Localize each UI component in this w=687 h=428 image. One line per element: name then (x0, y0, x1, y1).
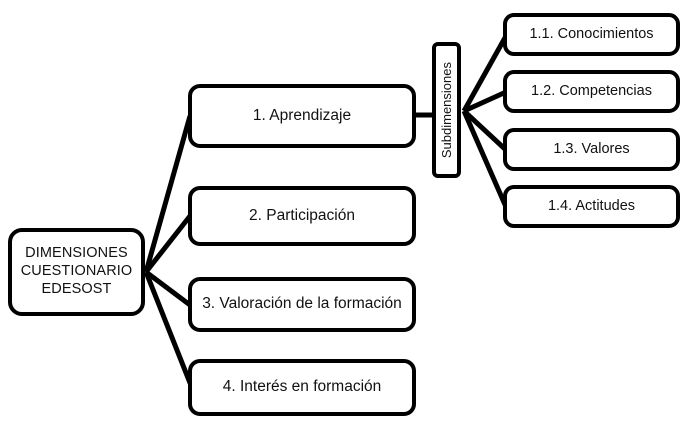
node-subdimensiones-spine[interactable]: Subdimensiones (432, 42, 461, 178)
node-subdimension-valores[interactable]: 1.3. Valores (503, 128, 680, 171)
connector-root-to-dim-3 (144, 270, 192, 307)
node-subdimension-1-label: 1.1. Conocimientos (529, 25, 654, 42)
node-dimension-1-label: 1. Aprendizaje (252, 106, 352, 124)
connector-subdimensiones-to-sub-12 (462, 89, 508, 114)
node-dimension-3-label: 3. Valoración de la formación (202, 295, 402, 313)
node-dimension-aprendizaje[interactable]: 1. Aprendizaje (188, 84, 416, 148)
connector-subdimensiones-to-sub-14 (461, 109, 509, 209)
connector-root-to-dim-1 (143, 115, 193, 273)
node-dimension-valoracion-de-la-formacion[interactable]: 3. Valoración de la formación (188, 277, 416, 332)
connector-root-to-dim-2 (144, 214, 192, 274)
connector-subdimensiones-to-sub-11 (461, 34, 509, 113)
node-root-dimensiones-cuestionario-edesost[interactable]: DIMENSIONES CUESTIONARIO EDESOST (8, 228, 145, 316)
node-subdimension-4-label: 1.4. Actitudes (547, 197, 636, 214)
node-subdimension-conocimientos[interactable]: 1.1. Conocimientos (503, 13, 680, 56)
node-dimension-2-label: 2. Participación (249, 206, 355, 224)
node-subdimension-3-label: 1.3. Valores (553, 140, 630, 157)
connector-subdimensiones-to-sub-13 (462, 109, 508, 152)
node-dimension-4-label: 4. Interés en formación (222, 378, 382, 396)
node-subdimension-competencias[interactable]: 1.2. Competencias (503, 70, 680, 113)
node-subdimension-actitudes[interactable]: 1.4. Actitudes (503, 185, 680, 228)
connector-root-to-dim-4 (143, 271, 195, 389)
node-subdimension-2-label: 1.2. Competencias (531, 82, 652, 99)
node-dimension-interes-en-formacion[interactable]: 4. Interés en formación (188, 359, 416, 416)
node-root-label: DIMENSIONES CUESTIONARIO EDESOST (20, 245, 133, 297)
node-dimension-participacion[interactable]: 2. Participación (188, 186, 416, 246)
node-subdimensiones-label: Subdimensiones (438, 61, 454, 159)
